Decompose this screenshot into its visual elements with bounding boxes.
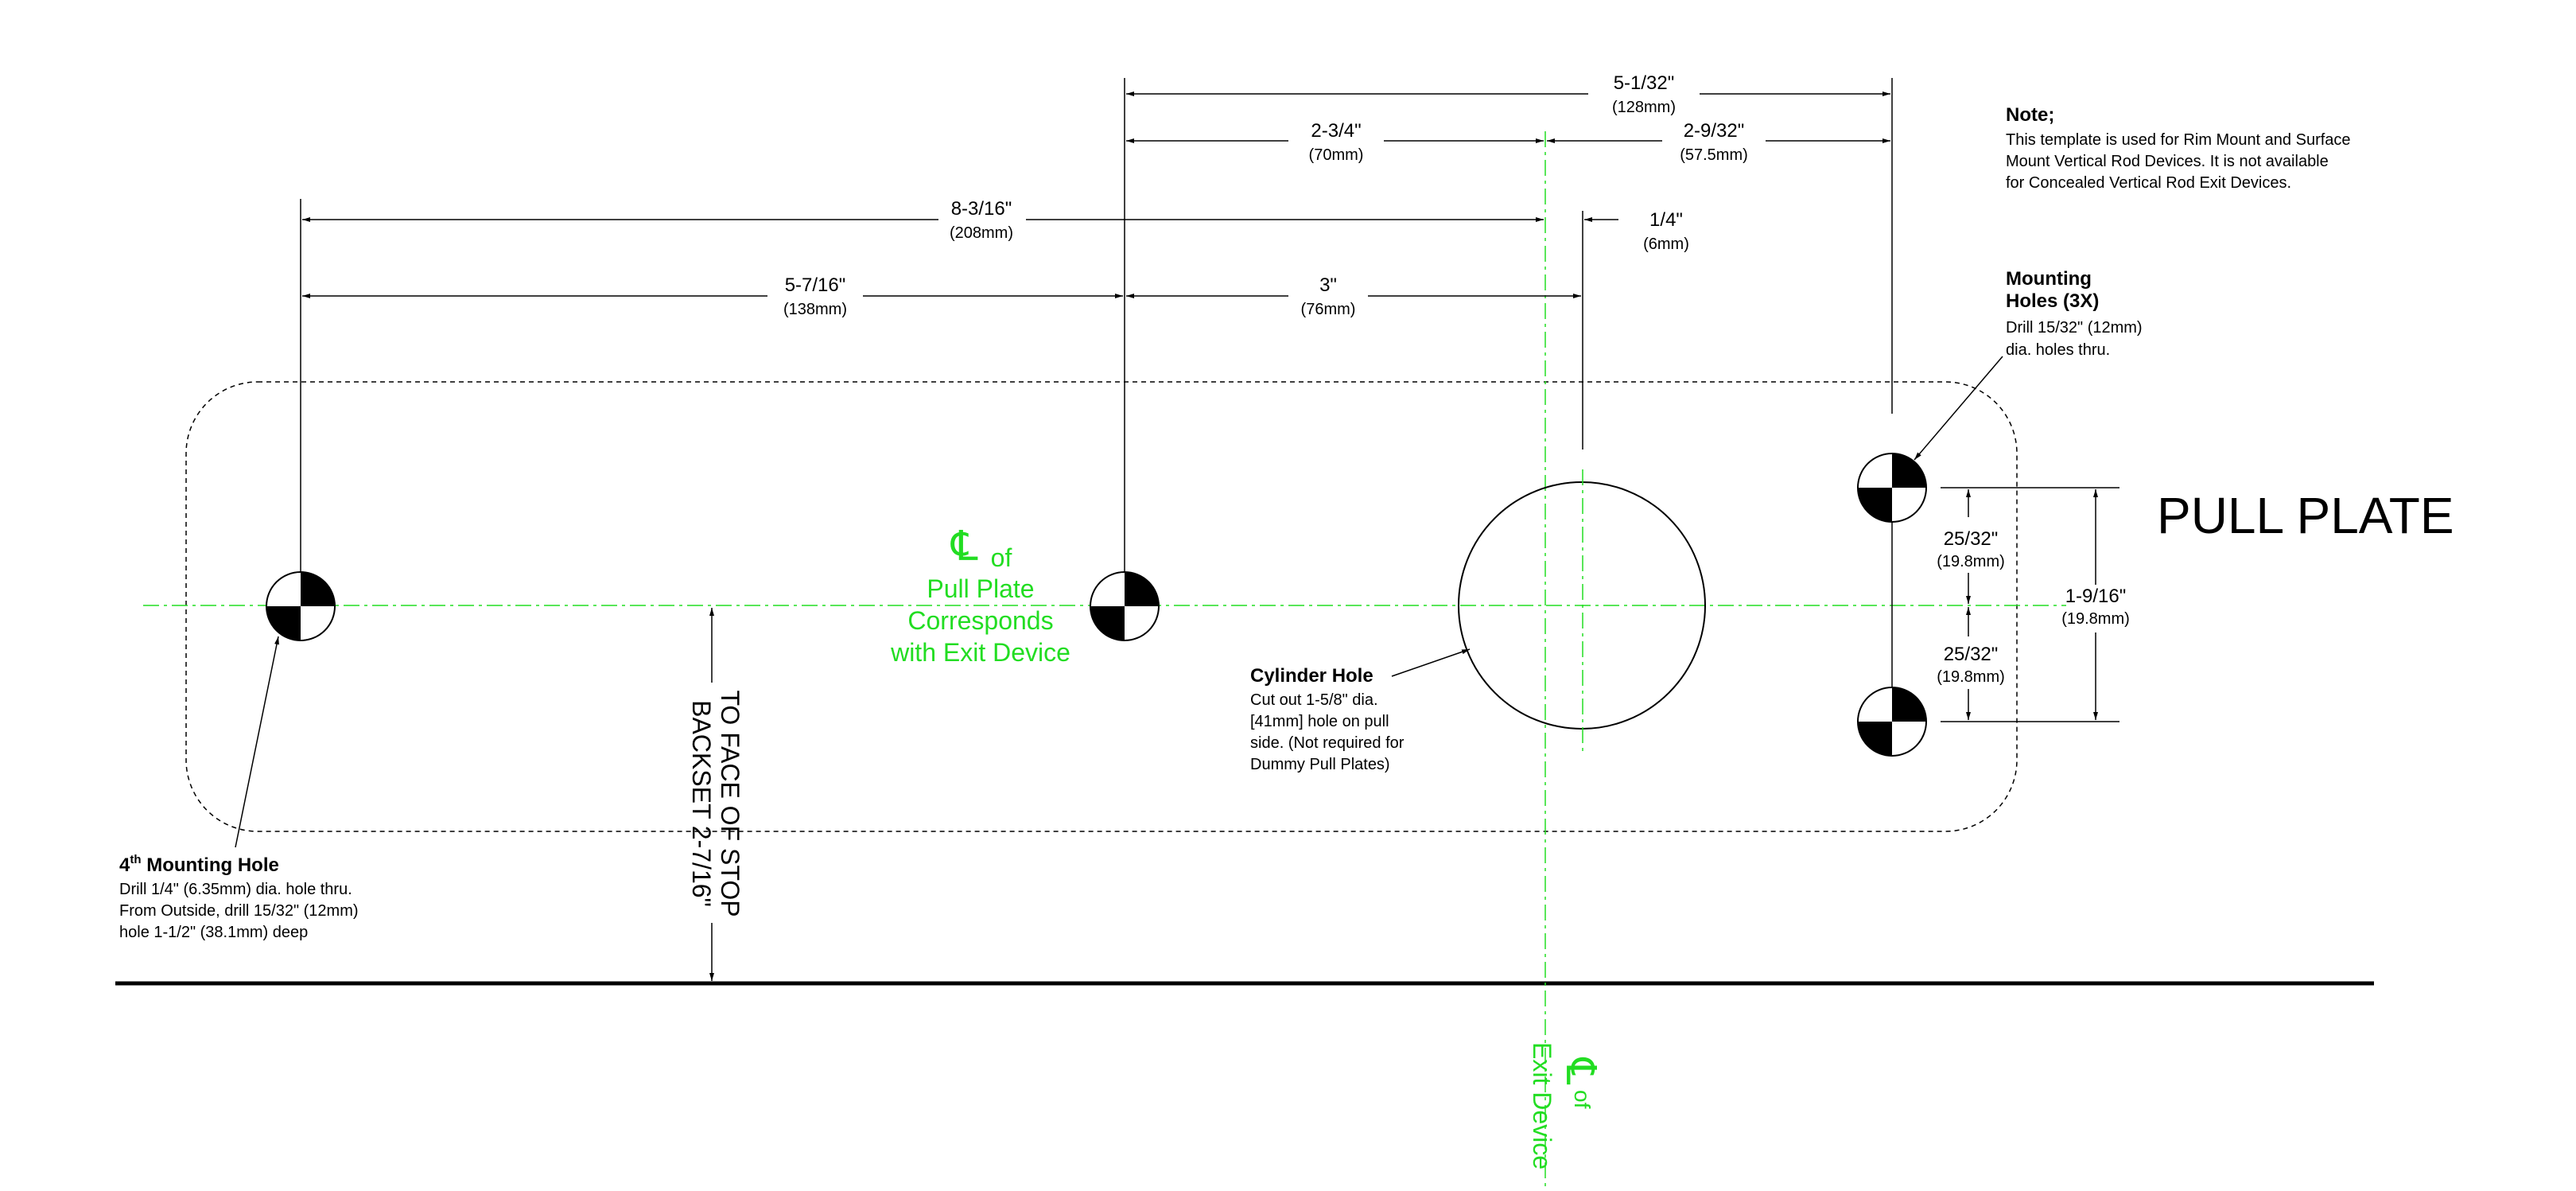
mounting-hole-top-right — [1857, 453, 1927, 523]
cylinder-hole — [1458, 481, 1706, 730]
backset-label: TO FACE OF STOP BACKSET 2-7/16" — [687, 690, 744, 917]
cl-pull-plate-symbol: ℄ — [950, 523, 978, 570]
dim-1-9-16-sub: (19.8mm) — [2061, 610, 2130, 628]
dim-5-1-32-sub: (128mm) — [1612, 99, 1676, 116]
dim-25-32-top-sub: (19.8mm) — [1937, 553, 2005, 570]
fourth-hole-body-3: hole 1-1/2" (38.1mm) deep — [119, 924, 308, 941]
dim-25-32-top-main: 25/32" — [1944, 528, 1999, 550]
cylinder-hole-title: Cylinder Hole — [1250, 665, 1373, 687]
note-line-1: This template is used for Rim Mount and … — [2006, 131, 2351, 149]
dim-3-sub: (76mm) — [1301, 301, 1356, 318]
mounting-holes-title-2: Holes (3X) — [2006, 290, 2099, 312]
backset-line-1: TO FACE OF STOP — [716, 690, 744, 917]
pull-plate-title: PULL PLATE — [2157, 487, 2454, 544]
cylinder-hole-body-1: Cut out 1-5/8" dia. — [1250, 691, 1378, 709]
leader-4th-hole — [235, 636, 279, 848]
cl-pull-plate-line-1: Pull Plate — [927, 574, 1034, 603]
dim-25-32-bottom-sub: (19.8mm) — [1937, 668, 2005, 686]
dim-1-9-16-main: 1-9/16" — [2065, 586, 2127, 607]
mounting-hole-4th — [266, 571, 336, 641]
dim-5-7-16-main: 5-7/16" — [785, 274, 846, 296]
cl-exit-device-line: Exit Device — [1528, 1042, 1556, 1170]
dim-8-3-16-main: 8-3/16" — [951, 198, 1012, 220]
cl-exit-device-label: Exit Device — [1528, 1042, 1556, 1170]
dim-2-9-32-sub: (57.5mm) — [1680, 146, 1748, 164]
backset-line-2: BACKSET 2-7/16" — [687, 700, 716, 907]
fourth-hole-body-2: From Outside, drill 15/32" (12mm) — [119, 902, 359, 920]
cylinder-hole-body-2: [41mm] hole on pull — [1250, 713, 1389, 730]
mounting-hole-bottom-right — [1857, 687, 1927, 757]
cl-pull-plate-line-2: Corresponds — [907, 606, 1053, 635]
note-line-3: for Concealed Vertical Rod Exit Devices. — [2006, 174, 2291, 192]
cl-exit-device-symbol: ℄ — [1557, 1057, 1603, 1085]
mounting-hole-left — [1090, 571, 1160, 641]
dim-2-9-32-main: 2-9/32" — [1684, 120, 1745, 142]
dim-5-7-16-sub: (138mm) — [783, 301, 847, 318]
dim-25-32-bottom-main: 25/32" — [1944, 644, 1999, 665]
mounting-holes-title-1: Mounting — [2006, 268, 2092, 290]
dim-2-3-4-main: 2-3/4" — [1311, 120, 1361, 142]
mounting-holes-body-2: dia. holes thru. — [2006, 341, 2110, 359]
cl-pull-plate-line-3: with Exit Device — [890, 638, 1070, 667]
dim-1-4-main: 1/4" — [1649, 209, 1683, 231]
cylinder-hole-body-3: side. (Not required for — [1250, 734, 1405, 752]
cl-exit-device-symbol-group: ℄ of — [1557, 1057, 1603, 1109]
cl-exit-device-of: of — [1570, 1090, 1595, 1109]
dim-5-1-32-main: 5-1/32" — [1614, 72, 1675, 94]
fourth-hole-title: 4th Mounting Hole — [119, 853, 279, 876]
mounting-holes-body-1: Drill 15/32" (12mm) — [2006, 319, 2143, 337]
note-line-2: Mount Vertical Rod Devices. It is not av… — [2006, 153, 2329, 170]
cylinder-hole-body-4: Dummy Pull Plates) — [1250, 756, 1390, 773]
dim-2-3-4-sub: (70mm) — [1309, 146, 1364, 164]
pull-plate-outline — [185, 381, 2018, 832]
fourth-hole-body-1: Drill 1/4" (6.35mm) dia. hole thru. — [119, 881, 352, 898]
dim-1-4-sub: (6mm) — [1643, 235, 1689, 253]
leader-cylinder-hole — [1391, 648, 1471, 677]
leader-mounting-holes — [1914, 356, 2003, 461]
cl-pull-plate-of: of — [991, 543, 1012, 572]
note-title: Note; — [2006, 104, 2054, 126]
dim-3-main: 3" — [1319, 274, 1337, 296]
dim-8-3-16-sub: (208mm) — [950, 224, 1013, 242]
